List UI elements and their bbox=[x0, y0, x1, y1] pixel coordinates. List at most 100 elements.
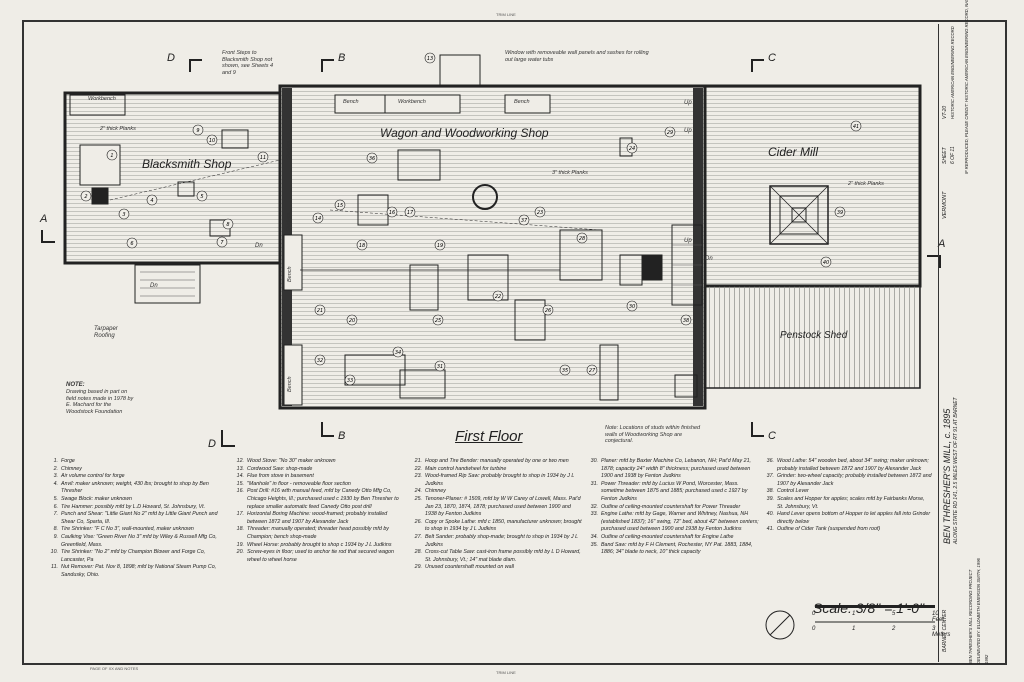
legend-column-3: 21.Hoop and Tire Bender: manually operat… bbox=[408, 458, 583, 572]
title-agency: HISTORIC AMERICAN ENGINEERING RECORD bbox=[950, 26, 955, 119]
legend-item-number: 1. bbox=[53, 458, 58, 464]
svg-text:23: 23 bbox=[537, 210, 543, 216]
legend-item-number: 16. bbox=[236, 488, 244, 495]
svg-text:20: 20 bbox=[349, 318, 355, 324]
legend-item-number: 35. bbox=[590, 541, 598, 548]
legend-item-number: 19. bbox=[236, 541, 244, 548]
label-bench-left: Bench bbox=[287, 266, 293, 282]
legend-item-number: 30. bbox=[590, 458, 598, 464]
legend-item: 8.Tire Shrinker: "F C No 3", wall-mounte… bbox=[44, 526, 229, 534]
legend-item-text: Hand Lever opens bottom of Hopper to let… bbox=[777, 511, 931, 525]
svg-text:16: 16 bbox=[389, 210, 395, 216]
legend-item-text: Tire Shrinker: "No 2" mfd by Champion Bl… bbox=[61, 549, 206, 563]
svg-text:41: 41 bbox=[853, 124, 859, 130]
title-location: ALONG STATE RD 141, 2.5 MILES WEST OF RT… bbox=[953, 397, 959, 544]
legend-item-number: 14. bbox=[236, 473, 244, 480]
legend-item-text: Planer: mfd by Baxter Machine Co, Lebano… bbox=[601, 458, 751, 480]
svg-text:28: 28 bbox=[579, 236, 585, 242]
legend-item: 23.Wood-framed Rip Saw: probably brought… bbox=[408, 473, 583, 488]
legend-item-text: Forge bbox=[61, 458, 75, 464]
svg-text:33: 33 bbox=[347, 378, 353, 384]
legend-item: 41.Outline of Cider Tank (suspended from… bbox=[760, 526, 932, 534]
legend-item-text: Caulking Vise: "Green River No 3" mfd by… bbox=[61, 533, 217, 548]
legend-item: 37.Grinder: two-wheel capacity; probably… bbox=[760, 473, 932, 488]
svg-text:3: 3 bbox=[122, 212, 125, 218]
legend-item-text: Punch and Shear: "Little Giant No 2" mfd… bbox=[61, 511, 218, 525]
legend-item-text: Unused countershaft mounted on wall bbox=[425, 564, 514, 571]
svg-text:4: 4 bbox=[150, 198, 153, 204]
legend-item-text: "Manhole" in floor - removeable floor se… bbox=[247, 480, 351, 487]
legend-item-text: Tire Shrinker: "F C No 3", wall-mounted,… bbox=[61, 526, 194, 533]
legend-item-number: 31. bbox=[590, 480, 598, 487]
scale-tick-label: 3 Meters bbox=[932, 626, 951, 638]
legend-item-text: Chimney bbox=[61, 465, 82, 472]
scale-bar bbox=[765, 605, 935, 640]
svg-text:13: 13 bbox=[427, 56, 433, 62]
title-state: VERMONT bbox=[942, 191, 948, 220]
svg-text:31: 31 bbox=[437, 364, 443, 370]
legend-item-number: 33. bbox=[590, 511, 598, 518]
legend-item: 36.Wood Lathe: 54" wooden bed, about 34"… bbox=[760, 458, 932, 473]
label-bench-bottom: Bench bbox=[287, 376, 293, 392]
scale-tick-label: 0 bbox=[812, 611, 816, 617]
svg-text:30: 30 bbox=[629, 304, 635, 310]
svg-text:27: 27 bbox=[589, 368, 596, 374]
section-mark-c-top: C bbox=[768, 52, 776, 64]
legend-item-number: 36. bbox=[766, 458, 774, 464]
legend-column-5: 36.Wood Lathe: 54" wooden bed, about 34"… bbox=[760, 458, 932, 534]
scale-tick-label: 2 bbox=[892, 626, 896, 632]
legend-item-text: Chimney bbox=[425, 488, 446, 495]
svg-text:14: 14 bbox=[315, 216, 321, 222]
legend-item-number: 23. bbox=[414, 473, 422, 480]
legend-item-text: Cross-cut Table Saw: cast-iron frame pos… bbox=[425, 549, 581, 563]
svg-text:6: 6 bbox=[130, 241, 133, 247]
legend-item: 22.Main control handwheel for turbine bbox=[408, 466, 583, 474]
cider-mill bbox=[703, 84, 922, 288]
scale-tick-label: 5 bbox=[892, 611, 896, 617]
sheet-footer-left: PAGE OF XX AND NOTES bbox=[90, 666, 139, 671]
legend-item-number: 8. bbox=[53, 526, 58, 533]
scale-tick-label: 1 bbox=[852, 611, 856, 617]
legend-item-text: Scales and Hopper for apples; scales mfd… bbox=[777, 495, 925, 510]
legend-item: 17.Horizontal Boring Machine: wood-frame… bbox=[230, 511, 408, 526]
legend-item: 32.Outline of ceiling-mounted countersha… bbox=[584, 504, 759, 512]
legend-item-number: 6. bbox=[53, 503, 58, 510]
legend-item: 38.Control Lever bbox=[760, 488, 932, 496]
legend-item: 33.Engine Lathe: mfd by Gage, Warner and… bbox=[584, 511, 759, 534]
legend-item: 24.Chimney bbox=[408, 488, 583, 496]
legend-item: 20.Screw-eyes in floor; used to anchor t… bbox=[230, 549, 408, 564]
legend-item-number: 4. bbox=[53, 480, 58, 487]
title-sheet-number: 6 OF 11 bbox=[950, 146, 956, 164]
section-mark-d-top: D bbox=[167, 52, 175, 64]
legend-item: 2.Chimney bbox=[44, 466, 229, 474]
legend-item: 6.Tire Hammer: possibly mfd by L.D Howar… bbox=[44, 504, 229, 512]
title-sheet-label: SHEET bbox=[942, 147, 948, 164]
legend-item-text: Nut Remover: Pat. Nov 8, 1898; mfd by Na… bbox=[61, 564, 217, 578]
legend-item-text: Anvil: maker unknown; weight, 430 lbs; b… bbox=[61, 480, 209, 495]
section-mark-c-bottom: C bbox=[768, 430, 776, 442]
legend-item: 25.Tenoner-Planer: # 1509, mfd by W W Ca… bbox=[408, 496, 583, 519]
legend-item-text: Tire Hammer: possibly mfd by L.D Howard,… bbox=[61, 503, 206, 510]
legend-item-number: 34. bbox=[590, 533, 598, 540]
svg-text:36: 36 bbox=[369, 156, 375, 162]
legend-item-text: Horizontal Boring Machine: wood-framed; … bbox=[247, 511, 388, 525]
room-penstock-shed: Penstock Shed bbox=[780, 330, 848, 341]
floor-title: First Floor bbox=[455, 428, 523, 445]
legend-item-text: Swage Block: maker unknown bbox=[61, 495, 132, 502]
legend-item: 40.Hand Lever opens bottom of Hopper to … bbox=[760, 511, 932, 526]
section-mark-d-bottom: D bbox=[208, 438, 216, 450]
legend-item: 16.Post Drill: #16 with manual feed, mfd… bbox=[230, 488, 408, 511]
benches bbox=[69, 94, 551, 406]
legend-item-text: Wood Stove: "No 30" maker unknown bbox=[247, 458, 336, 464]
legend-item-number: 15. bbox=[236, 480, 244, 487]
scale-tick-label: 1 bbox=[852, 626, 856, 632]
legend-item: 5.Swage Block: maker unknown bbox=[44, 496, 229, 504]
note-front-steps: Front Steps to Blacksmith Shop not shown… bbox=[222, 50, 274, 76]
legend-item-text: Flue from stove in basement bbox=[247, 473, 314, 480]
legend-item-text: Screw-eyes in floor; used to anchor tie … bbox=[247, 549, 394, 563]
legend-item-number: 22. bbox=[414, 465, 422, 472]
label-planks-blacksmith: 2" thick Planks bbox=[100, 126, 136, 132]
